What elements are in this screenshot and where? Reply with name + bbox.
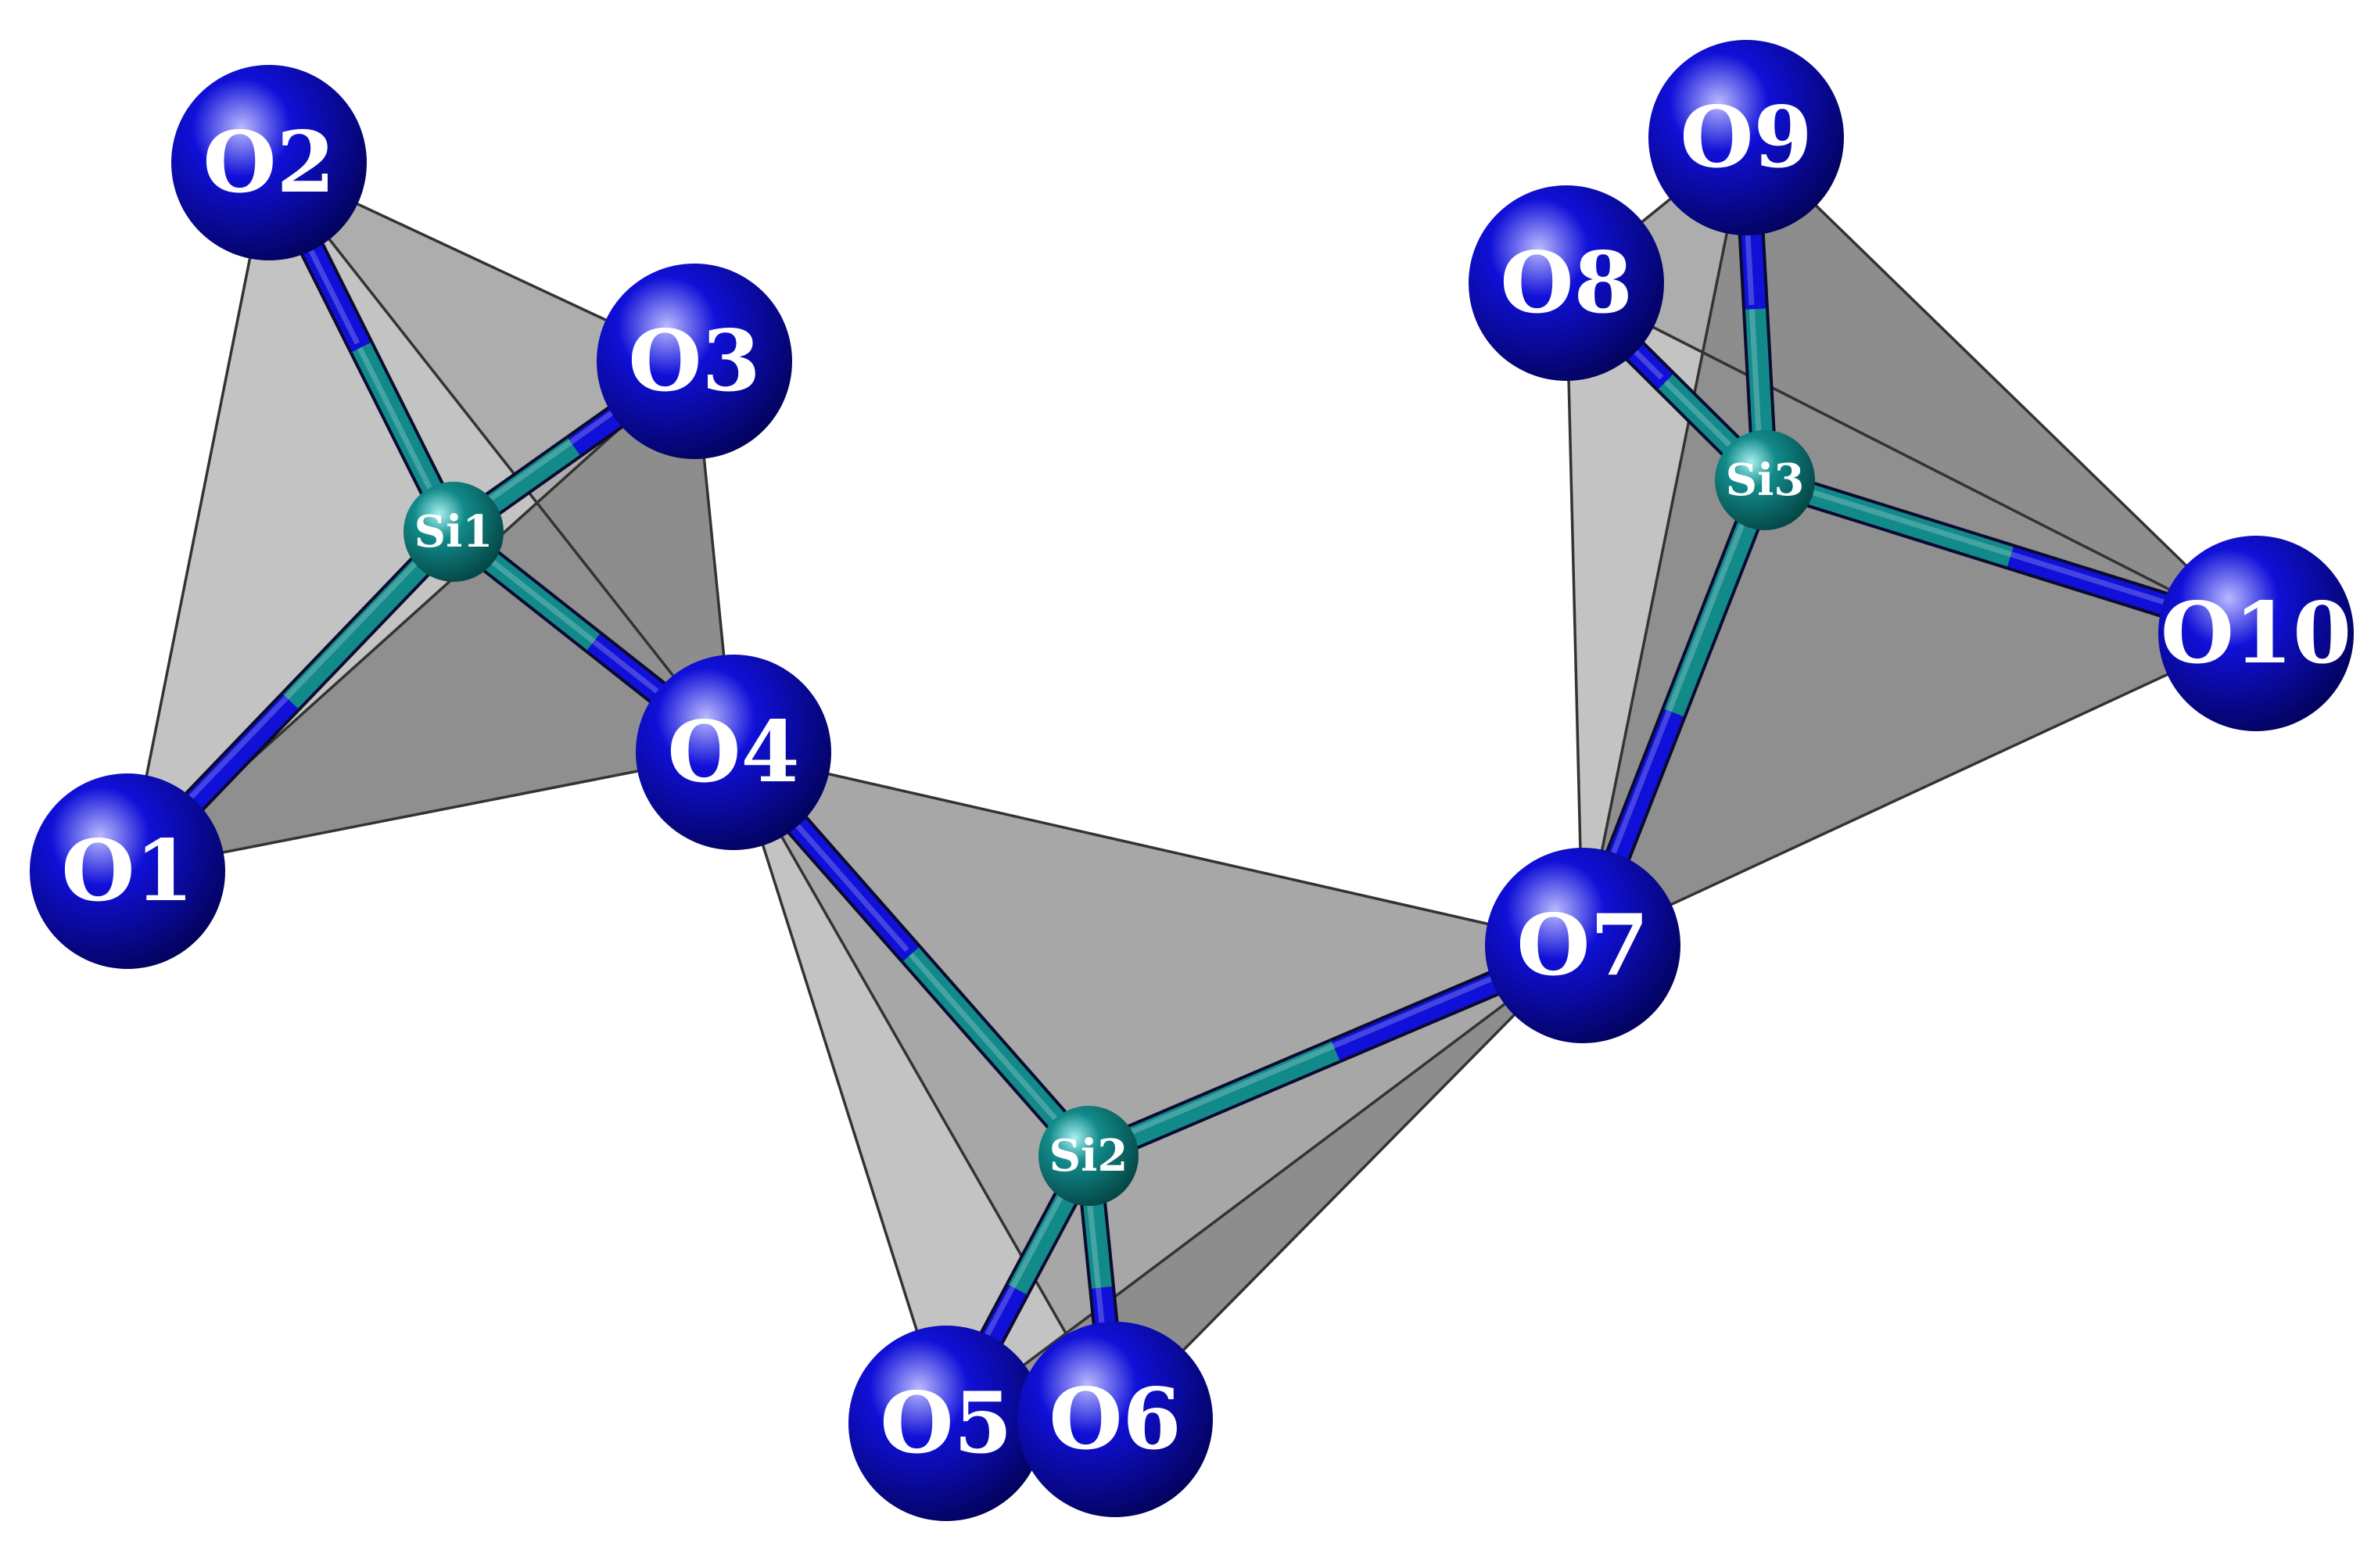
tetrahedron-edge-O1-O4 xyxy=(127,751,734,873)
atom-label: O1 xyxy=(61,822,193,920)
atom-sphere xyxy=(1648,40,1844,235)
tetrahedron-edge-O4-O7 xyxy=(733,751,1584,947)
atom-sphere xyxy=(1469,185,1664,381)
tetrahedron-edge-O4-O6 xyxy=(732,752,1117,1420)
atom-label: Si2 xyxy=(1049,1130,1128,1182)
atom-sphere xyxy=(597,264,792,459)
atom-sphere xyxy=(1485,848,1680,1043)
atom-sphere xyxy=(30,773,225,969)
atom-o1: O1 xyxy=(30,773,225,969)
tetrahedron-edge-O7-O10 xyxy=(1582,632,2257,947)
tetrahedron-face-Si1 xyxy=(127,361,733,871)
tetrahedron-face-Si2 xyxy=(733,752,1583,1419)
atom-o4: O4 xyxy=(636,655,831,850)
tetrahedron-edge-O5-O7 xyxy=(945,944,1584,1425)
atom-si3: Si3 xyxy=(1715,430,1815,530)
tetrahedron-edge-O4-O5 xyxy=(732,752,948,1424)
atom-o8: O8 xyxy=(1469,185,1664,381)
atom-sphere xyxy=(848,1326,1044,1521)
atom-o5: O5 xyxy=(848,1326,1044,1521)
atom-si1: Si1 xyxy=(404,482,504,582)
atom-o2: O2 xyxy=(171,65,367,260)
atom-o7: O7 xyxy=(1485,848,1680,1043)
atom-label: O6 xyxy=(1049,1370,1181,1469)
tetrahedron-edge-O9-O10 xyxy=(1745,136,2258,635)
tetrahedron-edge-O2-O4 xyxy=(267,161,735,754)
tetrahedron-edge-O1-O2 xyxy=(126,162,271,872)
atom-sphere xyxy=(636,655,831,850)
atom-sphere xyxy=(1038,1106,1139,1206)
atom-si2: Si2 xyxy=(1038,1106,1139,1206)
atom-sphere xyxy=(1017,1322,1213,1517)
atom-label: O9 xyxy=(1680,88,1812,187)
atom-o10: O10 xyxy=(2158,536,2354,731)
atom-o3: O3 xyxy=(597,264,792,459)
tetrahedron-edge-O6-O7 xyxy=(1114,944,1584,1421)
atom-sphere xyxy=(2158,536,2354,731)
atom-label: O3 xyxy=(628,312,760,411)
tetrahedron-edge-O7-O8 xyxy=(1565,282,1584,946)
atom-o6: O6 xyxy=(1017,1322,1213,1517)
tetrahedron-edge-O7-O9 xyxy=(1581,137,1748,946)
atom-sphere xyxy=(404,482,504,582)
atom-label: O2 xyxy=(203,113,335,212)
atom-sphere xyxy=(1715,430,1815,530)
atom-sphere xyxy=(171,65,367,260)
atom-label: O8 xyxy=(1500,234,1632,332)
atom-label: Si1 xyxy=(414,506,493,558)
atom-label: O7 xyxy=(1516,896,1648,995)
atom-label: O4 xyxy=(667,703,799,802)
atom-o9: O9 xyxy=(1648,40,1844,235)
atom-label: O10 xyxy=(2161,584,2351,683)
tetrahedron-edge-O8-O10 xyxy=(1566,282,2257,635)
atom-label: O5 xyxy=(880,1374,1012,1473)
atom-label: Si3 xyxy=(1726,454,1805,506)
